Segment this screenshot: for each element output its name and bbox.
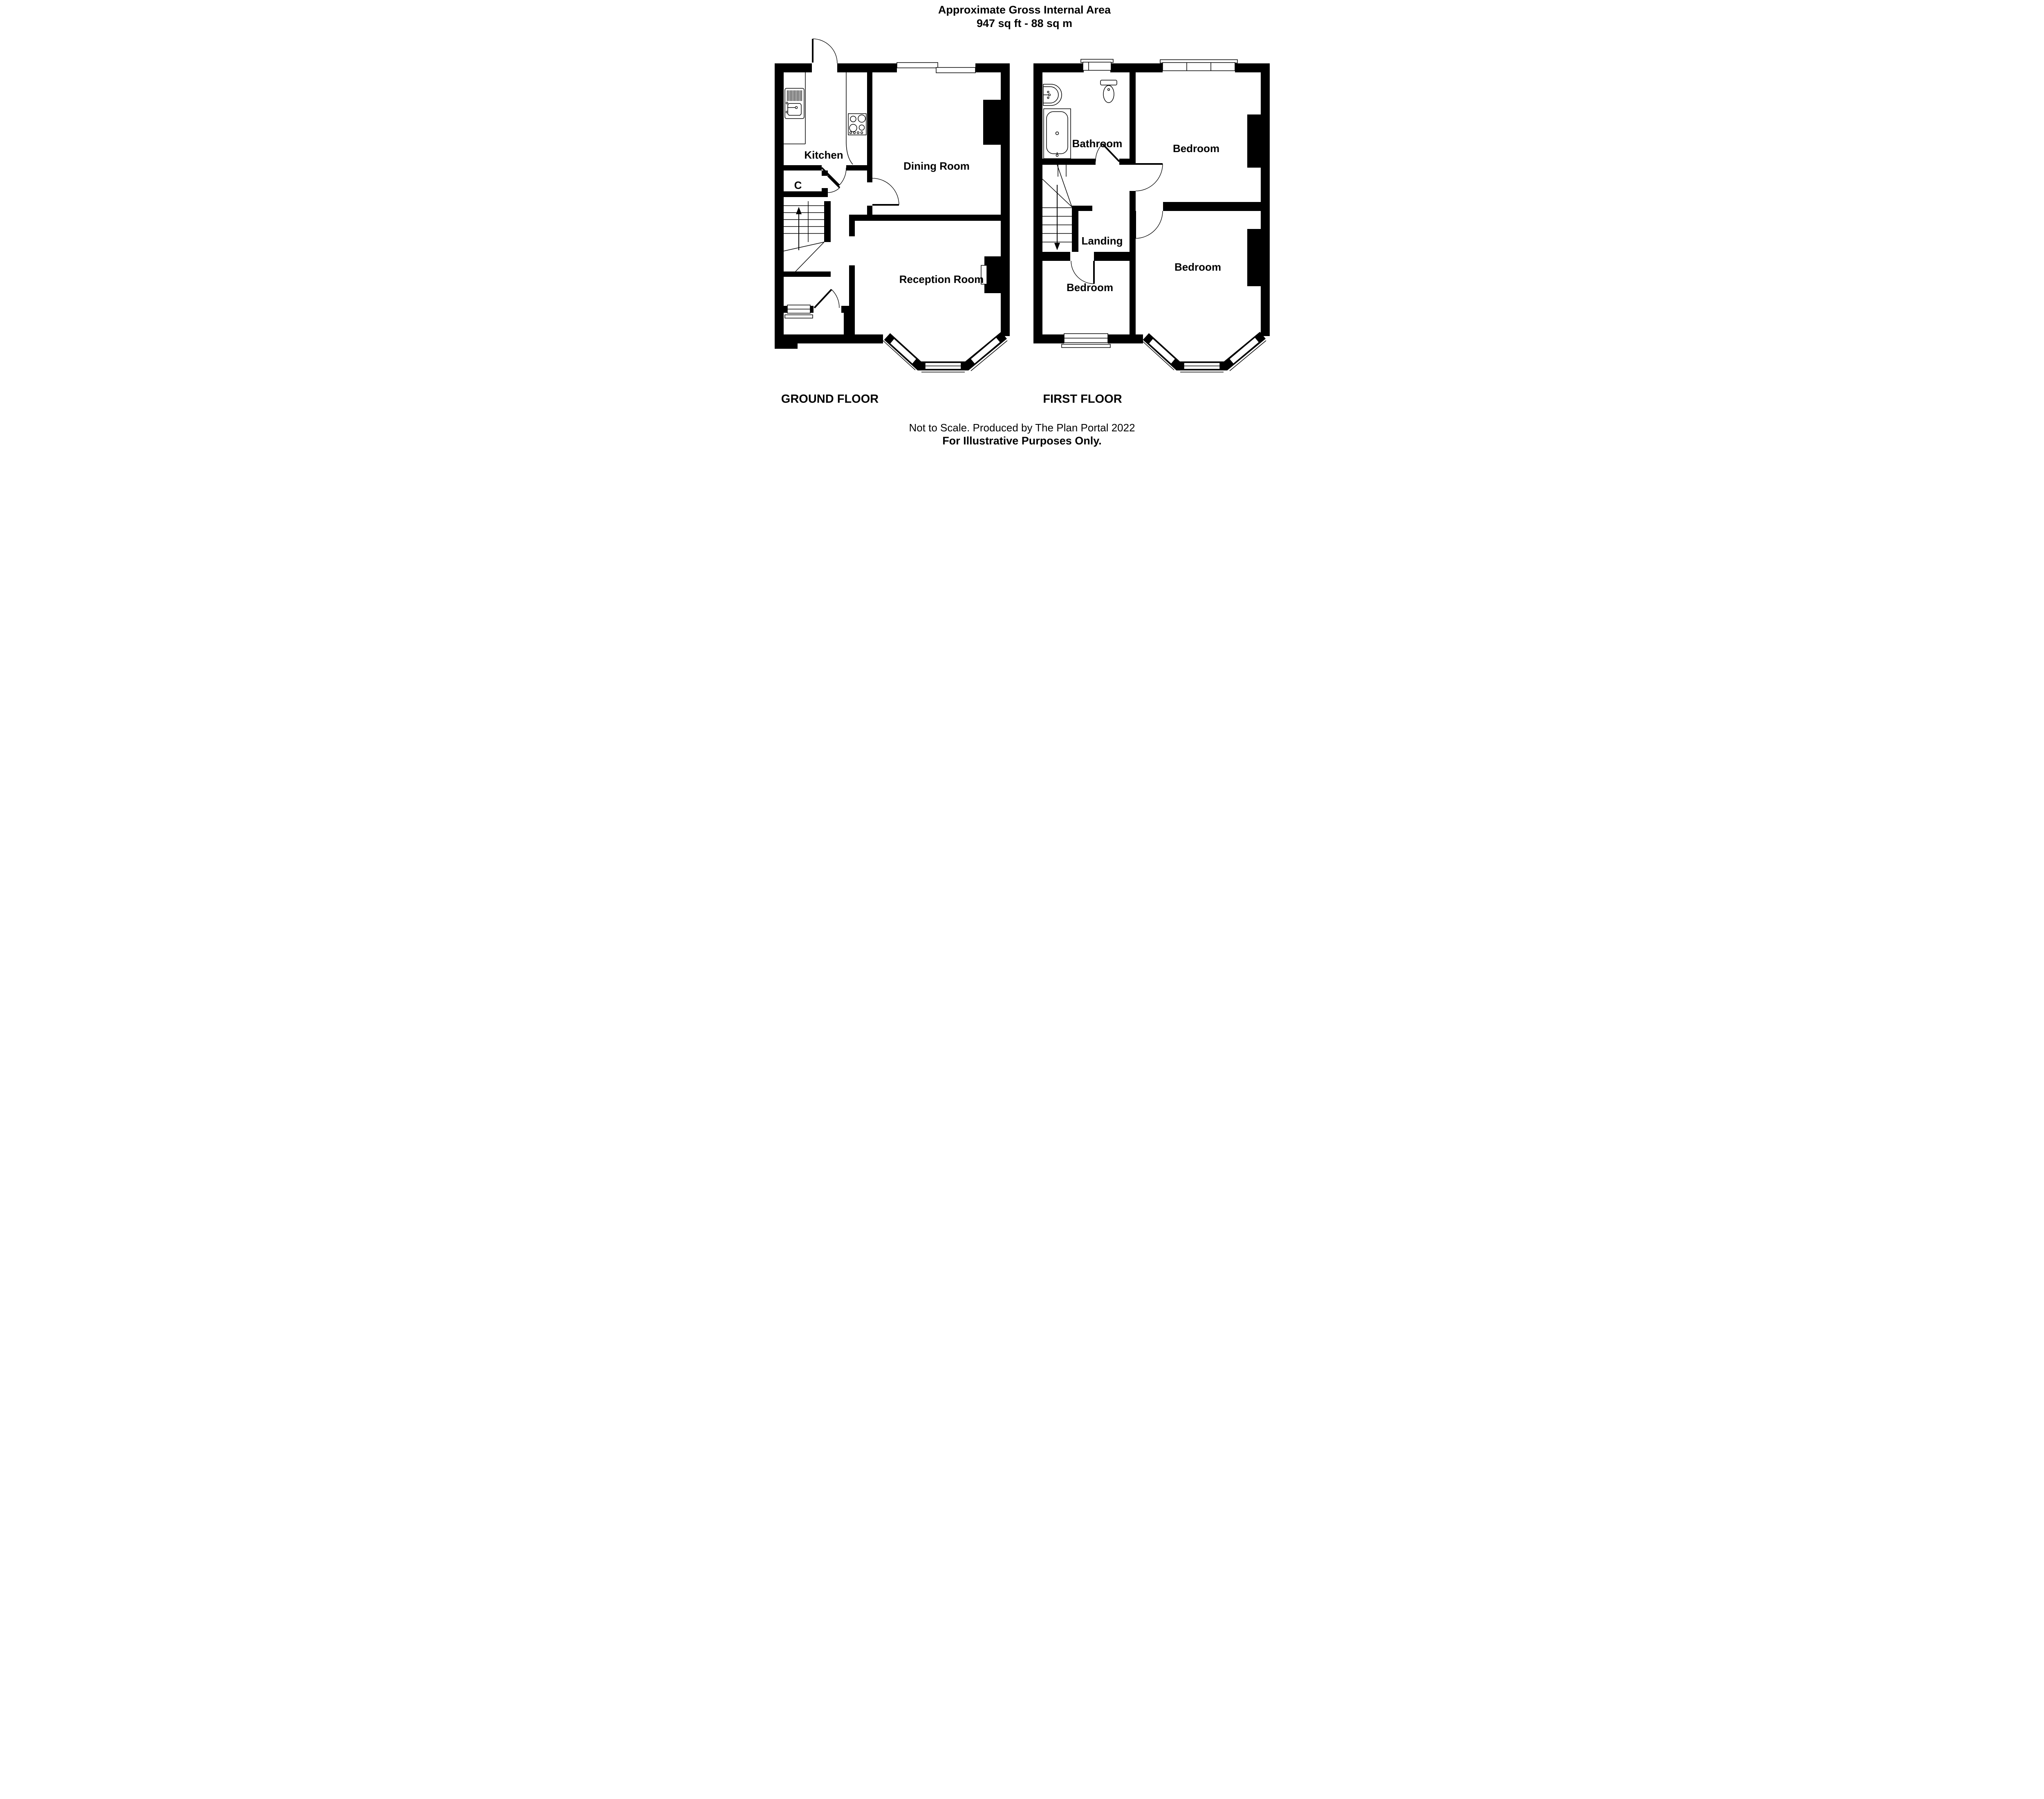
bedroom-front-window [1160, 59, 1238, 71]
first-floor-name: FIRST FLOOR [1043, 393, 1122, 406]
ground-floor-name: GROUND FLOOR [781, 393, 879, 406]
room-label-cupboard: C [794, 179, 802, 191]
ground-floor-plan: Kitchen C Dining Room Reception Room [775, 38, 1010, 372]
room-label-dining: Dining Room [903, 160, 970, 172]
page-title-line1: Approximate Gross Internal Area [938, 4, 1111, 16]
cupboard-door [827, 175, 840, 193]
first-floor-walls [1033, 63, 1270, 343]
stairs-up-icon [783, 201, 825, 272]
toilet-icon [1100, 80, 1117, 103]
floorplan-drawing: Approximate Gross Internal Area 947 sq f… [775, 4, 1270, 447]
first-floor-plan: Bathroom Landing Bedroom Bedroom Bedroom [1033, 59, 1270, 372]
room-label-landing: Landing [1081, 235, 1123, 247]
bathroom-door [1095, 143, 1120, 162]
dining-window [896, 62, 976, 73]
bathroom-window [1080, 59, 1114, 71]
porch-window [784, 305, 813, 319]
page-title-line2: 947 sq ft - 88 sq m [977, 17, 1072, 29]
dining-door [872, 178, 899, 206]
footer-illustrative: For Illustrative Purposes Only. [942, 435, 1102, 447]
room-label-kitchen: Kitchen [804, 149, 843, 161]
bedroom-side-door [1071, 260, 1095, 284]
bedroom-side-window [1061, 333, 1111, 348]
back-door [812, 38, 838, 64]
reception-fireplace [981, 265, 987, 285]
bedroom-back-door [1134, 211, 1163, 239]
bedroom-bay-windows [1141, 336, 1266, 372]
room-label-bathroom: Bathroom [1072, 137, 1123, 150]
room-label-bedroom-front: Bedroom [1173, 142, 1219, 155]
reception-bay-windows [883, 336, 1008, 372]
front-door [814, 289, 840, 309]
kitchen-door [821, 167, 847, 186]
floorplan-page: Approximate Gross Internal Area 947 sq f… [739, 0, 1305, 450]
footer-disclaimer: Not to Scale. Produced by The Plan Porta… [909, 422, 1135, 434]
basin-icon [1043, 84, 1062, 106]
kitchen-sink-icon [784, 88, 805, 119]
stairs-down-icon [1042, 164, 1072, 250]
room-label-bedroom-side: Bedroom [1067, 281, 1113, 294]
kitchen-counter [784, 72, 853, 165]
bedroom-front-door [1135, 163, 1163, 191]
room-label-reception: Reception Room [899, 273, 984, 285]
bath-icon [1043, 108, 1071, 159]
hob-icon [848, 113, 867, 135]
room-label-bedroom-back: Bedroom [1174, 261, 1221, 273]
